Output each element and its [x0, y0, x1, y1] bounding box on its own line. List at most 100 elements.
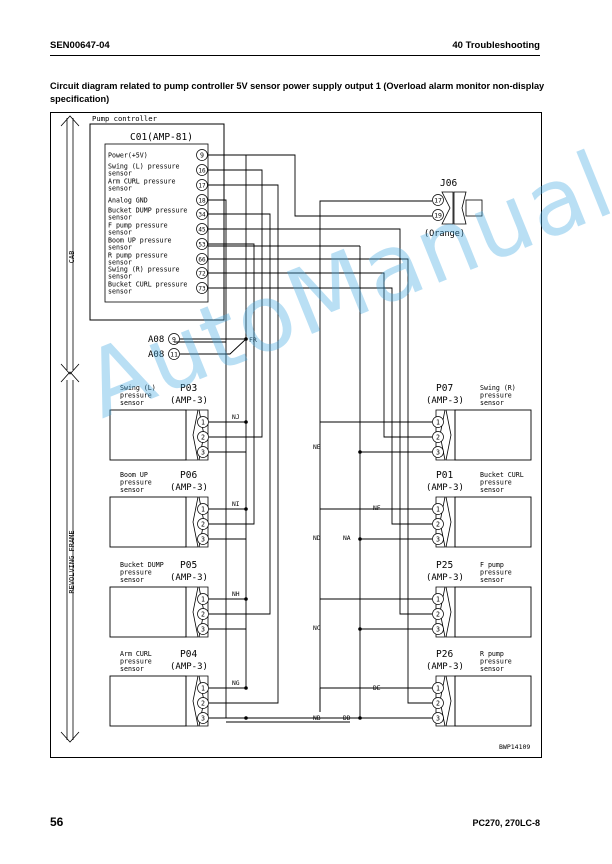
- sensor-pin-circle: [197, 518, 209, 530]
- junction-dot: [244, 420, 248, 424]
- sensor-pin-number: 3: [201, 625, 205, 633]
- node-na: NA: [343, 535, 351, 542]
- connector-type-label: (AMP-3): [426, 662, 464, 672]
- sensor-pin-number: 3: [436, 535, 440, 543]
- c01-pin-number: 16: [198, 167, 206, 174]
- wire-f-pump-signal: [208, 228, 432, 615]
- sensor-pin-number: 1: [436, 684, 440, 692]
- c01-pin-name: sensor: [108, 170, 132, 178]
- c01-pin-number: 72: [198, 270, 206, 277]
- connector-c01-label: C01(AMP-81): [130, 132, 193, 143]
- connector-type-label: (AMP-3): [170, 573, 208, 583]
- figure-id: BWP14109: [499, 743, 530, 751]
- sensor-pin-number: 1: [436, 505, 440, 513]
- node-ni: NI: [232, 501, 240, 508]
- sensor-pin-number: 3: [436, 448, 440, 456]
- sensor-pin-circle: [197, 697, 209, 709]
- c01-pin-name: sensor: [108, 185, 132, 193]
- c01-pin-name: Analog GND: [108, 197, 148, 205]
- c01-pin-number: 18: [198, 197, 206, 204]
- sensor-name: sensor: [480, 486, 504, 494]
- node-ng: NG: [232, 680, 240, 687]
- node-nc: NC: [313, 625, 321, 632]
- c01-pin-name: F pump pressure: [108, 222, 168, 230]
- sensor-name: Arm CURL: [120, 650, 152, 658]
- wire-bucket-dump-signal: [208, 213, 271, 615]
- connector-p06-label: P06: [180, 470, 197, 481]
- junction-dot: [244, 337, 248, 341]
- connector-p03-label: P03: [180, 383, 197, 394]
- sensor-name: pressure: [120, 569, 152, 577]
- c01-pin-circle: [196, 194, 208, 206]
- sensor-pin-number: 1: [436, 418, 440, 426]
- c01-pin-name: Swing (L) pressure: [108, 163, 179, 171]
- sensor-pin-number: 1: [201, 684, 205, 692]
- sensor-pin-number: 1: [201, 418, 205, 426]
- sensor-pin-number: 1: [201, 595, 205, 603]
- sensor-name: Swing (L): [120, 384, 156, 392]
- sensor-name: pressure: [480, 392, 512, 400]
- wire-swing-l-signal: [208, 169, 263, 438]
- sensor-pin-number: 2: [201, 699, 205, 707]
- sensor-pin-number: 3: [436, 714, 440, 722]
- c01-pin-circle: [196, 208, 208, 220]
- junction-dot: [358, 627, 362, 631]
- sensor-name: sensor: [120, 665, 144, 673]
- connector-housing: [445, 409, 456, 461]
- connector-housing: [185, 409, 199, 461]
- sensor-pin-circle: [197, 593, 209, 605]
- connector-j06-label: J06: [440, 178, 457, 189]
- sensor-pin-circle: [432, 697, 444, 709]
- sensor-body: [454, 675, 532, 727]
- sensor-name: pressure: [480, 658, 512, 666]
- node-nj: NJ: [232, 414, 240, 421]
- junction-dot: [358, 716, 362, 720]
- sensor-pin-number: 1: [436, 595, 440, 603]
- connector-housing: [198, 409, 209, 461]
- sensor-pin-circle: [197, 712, 209, 724]
- c01-pin-number: 34: [198, 211, 206, 218]
- sensor-pin-number: 2: [436, 433, 440, 441]
- c01-pin-name: Power(+5V): [108, 152, 148, 160]
- connector-housing: [198, 496, 209, 548]
- a08-label-1: A08: [148, 335, 164, 345]
- wire-power-right-trunk: [319, 200, 432, 712]
- c01-pin-circle: [196, 253, 208, 265]
- j06-color-label: (Orange): [424, 229, 465, 239]
- sensor-pin-number: 2: [201, 610, 205, 618]
- circuit-diagram: CAB REVOLVING FRAME Pump controller C01(…: [50, 112, 542, 758]
- sensor-name: sensor: [480, 665, 504, 673]
- connector-housing: [185, 496, 199, 548]
- c01-pin-circle: [196, 267, 208, 279]
- node-nf: NF: [373, 505, 381, 512]
- c01-pin-name: Swing (R) pressure: [108, 266, 179, 274]
- sensor-name: pressure: [120, 392, 152, 400]
- header-rule: [50, 55, 540, 56]
- sensor-name: Bucket DUMP: [120, 561, 164, 569]
- j06-pin-17: 17: [434, 197, 442, 205]
- connector-type-label: (AMP-3): [170, 396, 208, 406]
- c01-pin-circle: [196, 223, 208, 235]
- wire-r-pump-signal: [208, 258, 432, 704]
- c01-pin-number: 53: [198, 241, 206, 248]
- j06-pin-19: 19: [434, 212, 442, 220]
- wire-bucket-curl-signal: [208, 287, 432, 525]
- node-ne: NE: [313, 444, 321, 451]
- cab-zone-label: CAB: [68, 251, 76, 264]
- c01-pin-name: sensor: [108, 214, 132, 222]
- connector-housing: [198, 675, 209, 727]
- page-number: 56: [50, 815, 64, 829]
- document-id: SEN00647-04: [50, 40, 110, 51]
- frame-zone-label: REVOLVING FRAME: [68, 530, 76, 593]
- sensor-pin-number: 2: [436, 520, 440, 528]
- c01-pin-name: Bucket CURL pressure: [108, 281, 187, 289]
- sensor-name: R pump: [480, 650, 504, 658]
- sensor-name: Bucket CURL: [480, 471, 524, 479]
- c01-pin-circle: [196, 164, 208, 176]
- node-nd: ND: [313, 535, 321, 542]
- connector-housing: [198, 586, 209, 638]
- connector-p07-label: P07: [436, 383, 453, 394]
- c01-pin-number: 9: [200, 151, 204, 159]
- diagram-frame: [50, 112, 542, 758]
- machine-model: PC270, 270LC-8: [472, 818, 540, 828]
